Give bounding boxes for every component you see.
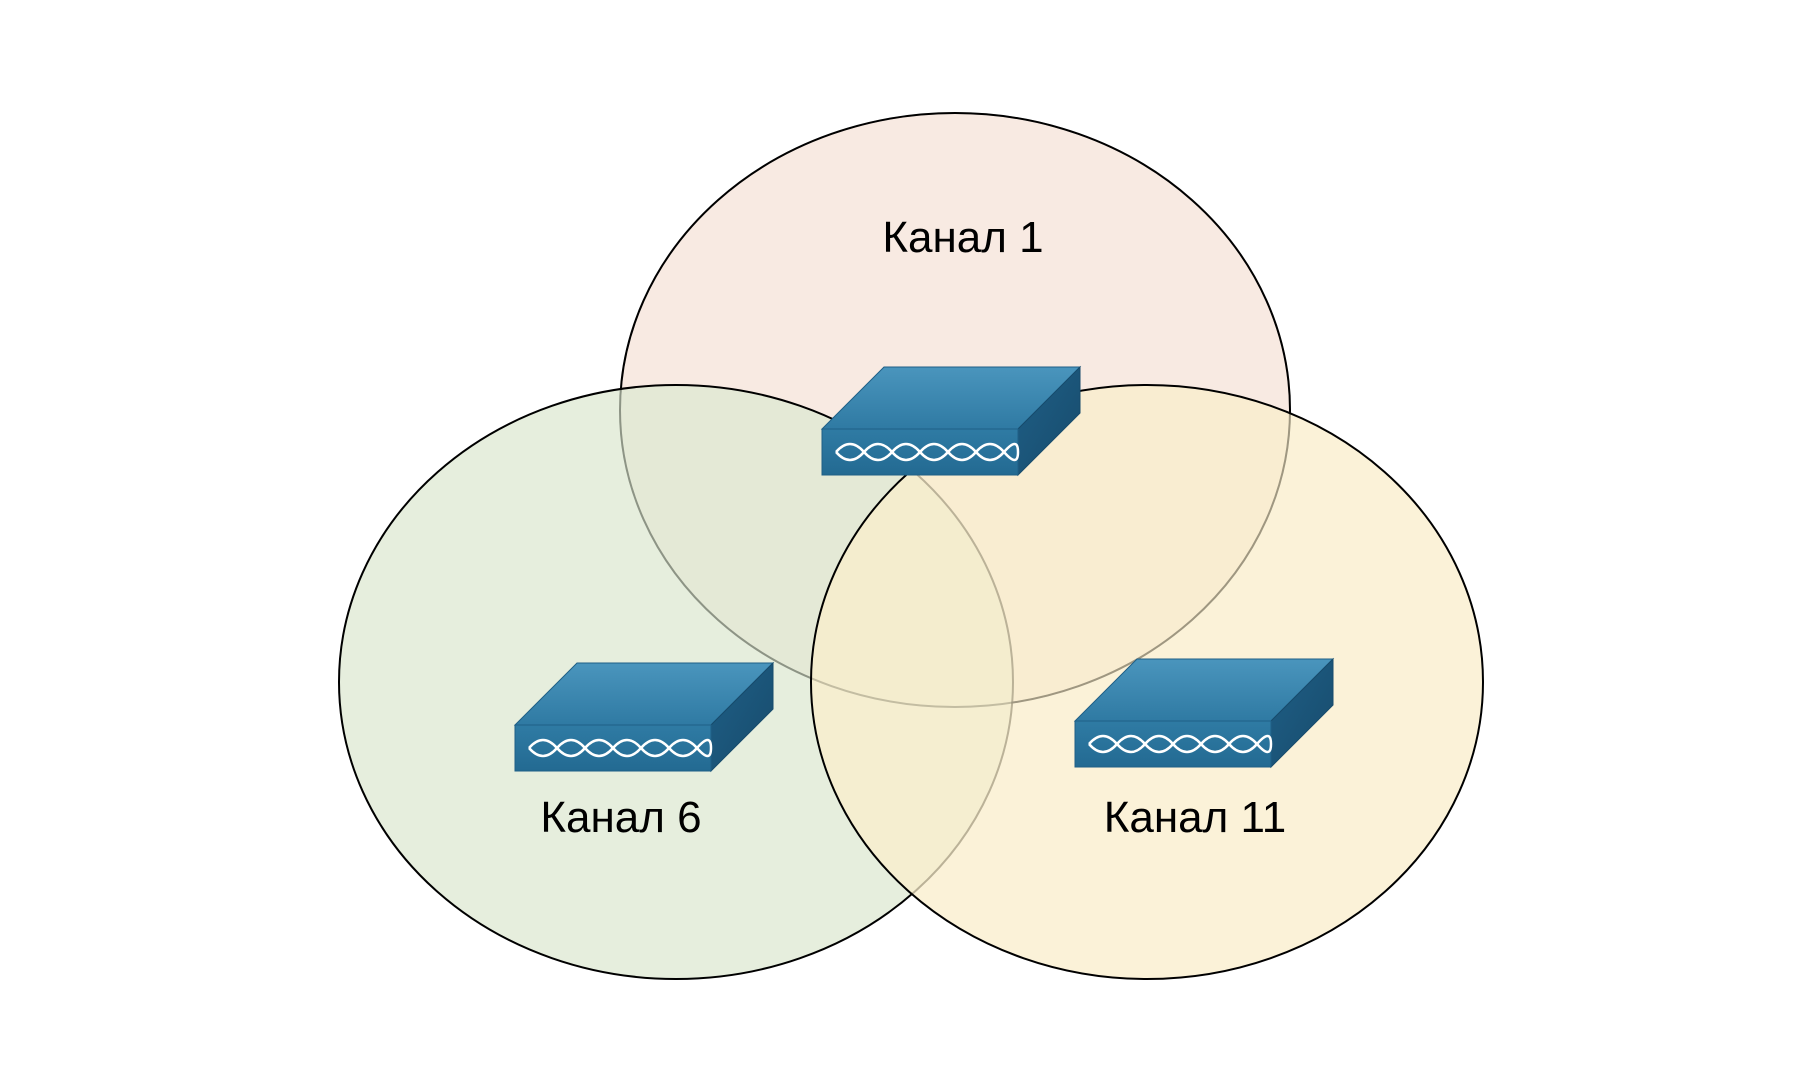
- channel-1-label: Канал 1: [882, 213, 1043, 262]
- channel-11-label: Канал 11: [1104, 793, 1286, 842]
- channel-6-label: Канал 6: [540, 793, 701, 842]
